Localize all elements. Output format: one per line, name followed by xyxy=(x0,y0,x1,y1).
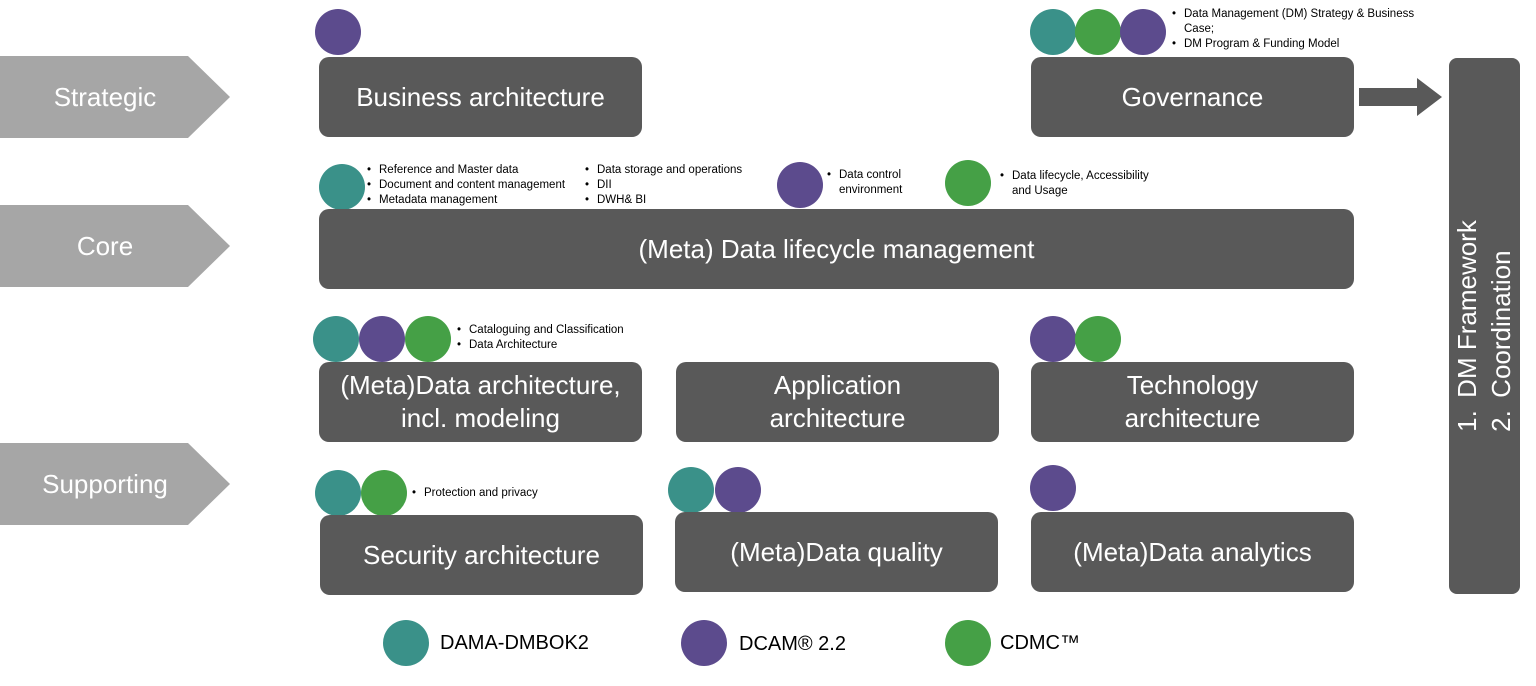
bullet-item: Protection and privacy xyxy=(411,486,538,501)
dm-framework-list: 1.DM Framework 2.Coordination xyxy=(1450,220,1518,432)
legend-dcam-label: DCAM® 2.2 xyxy=(739,633,846,655)
legend-dama-swatch xyxy=(383,620,429,666)
governance-bullets: Data Management (DM) Strategy & Business… xyxy=(1171,7,1436,52)
bullet-item: Document and content management xyxy=(366,178,565,193)
data-architecture-bullets: Cataloguing and Classification Data Arch… xyxy=(456,323,624,353)
bullet-item: Data lifecycle, Accessibility and Usage xyxy=(999,169,1149,199)
lifecycle-management-box: (Meta) Data lifecycle management xyxy=(319,209,1354,289)
data-analytics-box: (Meta)Data analytics xyxy=(1031,512,1354,592)
bullet-item: Reference and Master data xyxy=(366,163,565,178)
data-quality-box: (Meta)Data quality xyxy=(675,512,998,592)
bullet-item: DWH& BI xyxy=(584,193,742,208)
application-architecture-box: Application architecture xyxy=(676,362,999,442)
dama-marker-security xyxy=(315,470,361,516)
security-architecture-box: Security architecture xyxy=(320,515,643,595)
legend-dcam-swatch xyxy=(681,620,727,666)
dcam-marker-lifecycle xyxy=(777,162,823,208)
row-label-supporting: Supporting xyxy=(0,443,230,525)
bullet-item: DM Program & Funding Model xyxy=(1171,37,1436,52)
data-architecture-box: (Meta)Data architecture, incl. modeling xyxy=(319,362,642,442)
lifecycle-dama-bullets-left: Reference and Master data Document and c… xyxy=(366,163,565,208)
governance-box: Governance xyxy=(1031,57,1354,137)
dm-framework-bar xyxy=(1449,58,1520,594)
row-label-core: Core xyxy=(0,205,230,287)
legend-cdmc-swatch xyxy=(945,620,991,666)
bullet-item: Data Management (DM) Strategy & Business… xyxy=(1171,7,1436,37)
bullet-item: Data Architecture xyxy=(456,338,624,353)
lifecycle-dama-bullets-right: Data storage and operations DII DWH& BI xyxy=(584,163,742,208)
dama-marker-lifecycle xyxy=(319,164,365,210)
list-item: 1.DM Framework xyxy=(1452,220,1482,432)
dama-marker-quality xyxy=(668,467,714,513)
cdmc-marker-governance xyxy=(1075,9,1121,55)
list-item: 2.Coordination xyxy=(1486,250,1516,432)
technology-architecture-box: Technology architecture xyxy=(1031,362,1354,442)
bullet-item: Data control environment xyxy=(826,168,926,198)
dcam-marker-quality xyxy=(715,467,761,513)
bullet-item: Metadata management xyxy=(366,193,565,208)
cdmc-marker-lifecycle xyxy=(945,160,991,206)
bullet-item: Cataloguing and Classification xyxy=(456,323,624,338)
lifecycle-dcam-bullets: Data control environment xyxy=(826,168,926,198)
dama-marker-data-architecture xyxy=(313,316,359,362)
row-label-strategic: Strategic xyxy=(0,56,230,138)
legend-dama-label: DAMA-DMBOK2 xyxy=(440,632,589,654)
business-architecture-box: Business architecture xyxy=(319,57,642,137)
dcam-marker-governance xyxy=(1120,9,1166,55)
dama-marker-governance xyxy=(1030,9,1076,55)
legend-cdmc-label: CDMC™ xyxy=(1000,632,1080,654)
cdmc-marker-data-architecture xyxy=(405,316,451,362)
bullet-item: Data storage and operations xyxy=(584,163,742,178)
dcam-marker-business xyxy=(315,9,361,55)
cdmc-marker-technology xyxy=(1075,316,1121,362)
arrow-right-icon xyxy=(1359,78,1442,116)
bullet-item: DII xyxy=(584,178,742,193)
cdmc-marker-security xyxy=(361,470,407,516)
lifecycle-cdmc-bullets: Data lifecycle, Accessibility and Usage xyxy=(999,169,1149,199)
dcam-marker-technology xyxy=(1030,316,1076,362)
security-bullets: Protection and privacy xyxy=(411,486,538,501)
dcam-marker-analytics xyxy=(1030,465,1076,511)
dcam-marker-data-architecture xyxy=(359,316,405,362)
